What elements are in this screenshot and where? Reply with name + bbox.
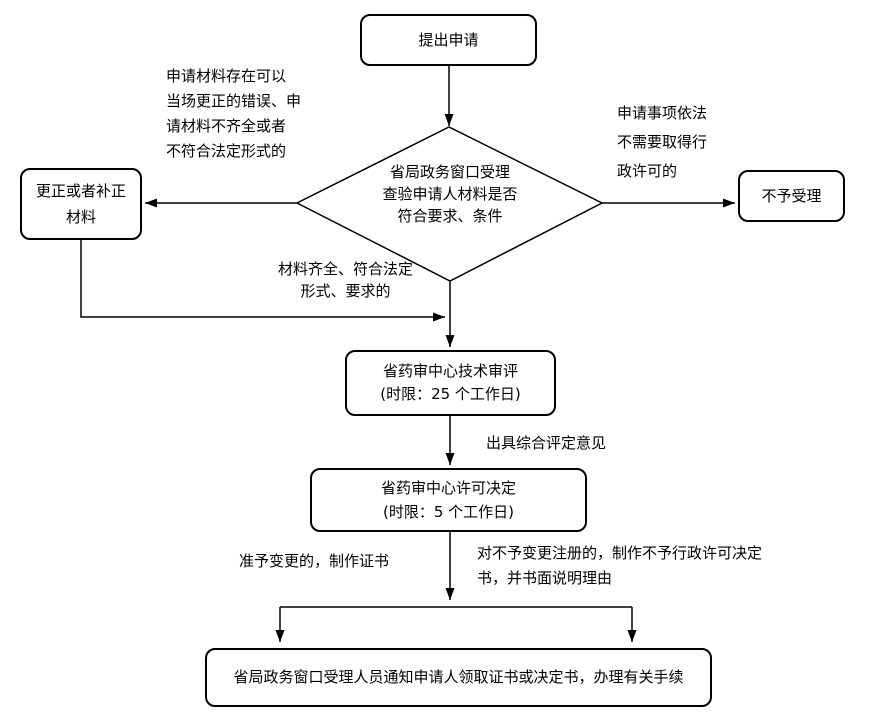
annotation-approve-branch: 准予变更的，制作证书: [239, 552, 390, 570]
annotation-right-condition: 申请事项依法 不需要取得行 政许可的: [617, 104, 708, 180]
annotation-evaluation-output: 出具综合评定意见: [486, 434, 607, 452]
annotation-deny-branch: 对不予变更注册的，制作不予行政许可决定 书，并书面说明理由: [477, 544, 763, 587]
annotation-left-condition: 申请材料存在可以 当场更正的错误、申 请材料不齐全或者 不符合法定形式的: [166, 67, 302, 160]
node-technical-review: 省药审中心技术审评 (时限：25 个工作日): [345, 350, 556, 416]
arrow-correct-to-mainline: [80, 240, 445, 322]
node-not-accepted: 不予受理: [738, 170, 845, 222]
node-correct-materials: 更正或者补正 材料: [20, 168, 142, 240]
annotation-complete-condition: 材料齐全、符合法定 形式、要求的: [277, 260, 413, 300]
node-submit-application: 提出申请: [360, 14, 537, 66]
node-license-decision: 省药审中心许可决定 (时限：5 个工作日): [310, 468, 587, 532]
node-notify-applicant: 省局政务窗口受理人员通知申请人领取证书或决定书，办理有关手续: [205, 648, 712, 707]
node-decision-label: 省局政务窗口受理 查验申请人材料是否 符合要求、条件: [382, 163, 518, 225]
